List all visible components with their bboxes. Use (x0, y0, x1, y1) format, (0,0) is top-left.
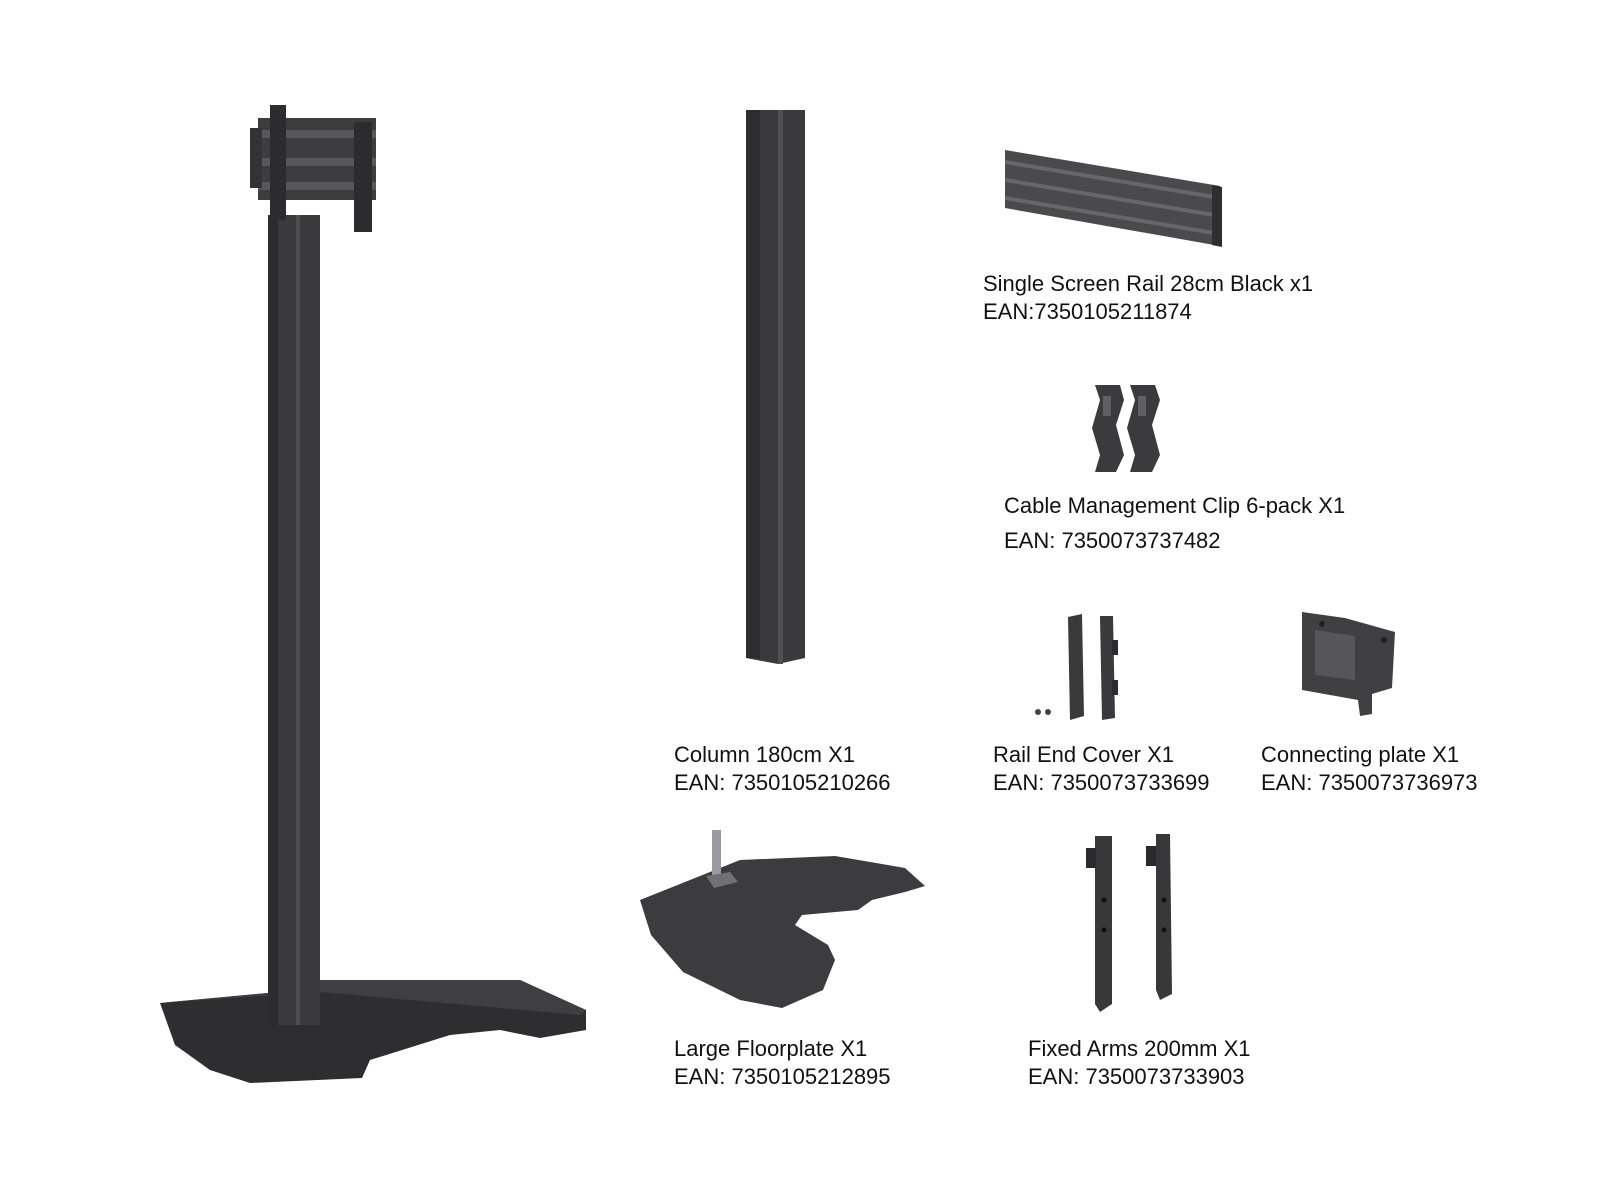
part-name: Rail End Cover X1 (993, 742, 1174, 767)
rail-image (1005, 150, 1222, 247)
part-ean: EAN: 7350073733903 (1028, 1064, 1245, 1089)
part-name: Cable Management Clip 6-pack X1 (1004, 493, 1346, 518)
connecting-plate-image (1302, 612, 1395, 716)
part-ean: EAN: 7350073736973 (1261, 770, 1478, 795)
rail-end-cover-image (1035, 614, 1118, 720)
part-name: Connecting plate X1 (1261, 742, 1460, 767)
part-ean: EAN:7350105211874 (983, 299, 1192, 324)
cable-clip-image (1092, 385, 1160, 472)
part-name: Fixed Arms 200mm X1 (1028, 1036, 1251, 1061)
rail-label: Single Screen Rail 28cm Black x1 EAN:735… (983, 270, 1313, 326)
part-name: Single Screen Rail 28cm Black x1 (983, 271, 1314, 296)
part-ean: EAN: 7350105212895 (674, 1064, 891, 1089)
floorplate-label: Large Floorplate X1 EAN: 7350105212895 (674, 1035, 891, 1091)
part-ean: EAN: 7350073737482 (1004, 528, 1221, 553)
fixed-arms-image (1086, 834, 1172, 1012)
clip-label: Cable Management Clip 6-pack X1 EAN: 735… (1004, 488, 1345, 558)
part-name: Column 180cm X1 (674, 742, 855, 767)
part-ean: EAN: 7350073733699 (993, 770, 1210, 795)
end-cover-label: Rail End Cover X1 EAN: 7350073733699 (993, 741, 1210, 797)
assembled-stand-image (160, 105, 586, 1083)
part-name: Large Floorplate X1 (674, 1036, 868, 1061)
part-ean: EAN: 7350105210266 (674, 770, 891, 795)
fixed-arms-label: Fixed Arms 200mm X1 EAN: 7350073733903 (1028, 1035, 1251, 1091)
column-image (746, 110, 805, 664)
connecting-plate-label: Connecting plate X1 EAN: 7350073736973 (1261, 741, 1478, 797)
floorplate-image (640, 830, 925, 1008)
column-label: Column 180cm X1 EAN: 7350105210266 (674, 741, 891, 797)
